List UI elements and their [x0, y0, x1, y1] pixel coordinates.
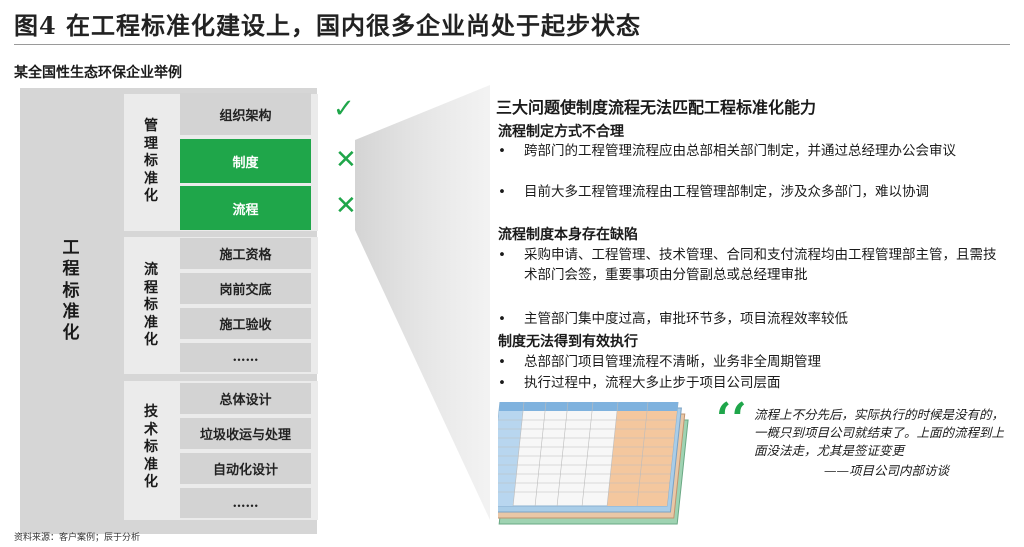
- title-divider: [14, 44, 1010, 45]
- cell-overall-design: 总体设计: [180, 383, 311, 414]
- page-title: 图4 在工程标准化建设上，国内很多企业尚处于起步状态: [14, 11, 642, 40]
- section-heading: 流程制定方式不合理: [498, 124, 624, 140]
- cell-ellipsis: ……: [180, 488, 311, 518]
- bullet-icon: •: [498, 184, 506, 200]
- cell-process: 流程: [180, 186, 311, 230]
- bullet-text: 目前大多工程管理流程由工程管理部制定，涉及众多部门，难以协调: [524, 184, 929, 200]
- quote-icon: ‘‘: [716, 394, 747, 445]
- spreadsheet-stack-icon: [498, 402, 689, 525]
- bullet-item: • 目前大多工程管理流程由工程管理部制定，涉及众多部门，难以协调: [498, 182, 1008, 222]
- bullet-text: 总部部门项目管理流程不清晰，业务非全周期管理: [524, 354, 821, 370]
- quote-source: ——项目公司内部访谈: [824, 463, 950, 478]
- group-process-label: 流程标准化: [124, 262, 178, 350]
- outer-label: 工程标准化: [20, 238, 122, 344]
- callout-funnel: [355, 85, 490, 520]
- footer-source: 资料来源：客户案例；辰于分析: [14, 533, 141, 543]
- cross-icon: ✕: [335, 191, 357, 221]
- cell-waste-handling: 垃圾收运与处理: [180, 418, 311, 449]
- bullet-item: • 采购申请、工程管理、技术管理、合同和支付流程均由工程管理部主管，且需技术部门…: [498, 245, 1008, 305]
- cell-construction-qualification: 施工资格: [180, 238, 311, 269]
- group-technical-label: 技术标准化: [124, 404, 178, 492]
- bullet-icon: •: [498, 143, 506, 159]
- bullet-item: • 跨部门的工程管理流程应由总部相关部门制定，并通过总经理办公会审议: [498, 141, 1008, 181]
- group-label-text: 管理标准化: [144, 118, 158, 204]
- bullet-item: • 执行过程中，流程大多止步于项目公司层面: [498, 373, 1008, 393]
- section-heading: 流程制度本身存在缺陷: [498, 227, 638, 243]
- bullet-item: • 主管部门集中度过高，审批环节多，项目流程效率较低: [498, 309, 1008, 329]
- cell-automation-design: 自动化设计: [180, 453, 311, 484]
- quote-text: 流程上不分先后，实际执行的时候是没有的，一概只到项目公司就结束了。上面的流程到上…: [754, 407, 1005, 458]
- bullet-icon: •: [498, 354, 506, 370]
- check-icon: ✓: [333, 94, 355, 124]
- bullet-text: 执行过程中，流程大多止步于项目公司层面: [524, 375, 781, 391]
- cross-icon: ✕: [335, 145, 357, 175]
- cell-construction-acceptance: 施工验收: [180, 308, 311, 339]
- section-heading: 制度无法得到有效执行: [498, 334, 638, 350]
- cell-org-structure: 组织架构: [180, 93, 311, 135]
- right-title: 三大问题使制度流程无法匹配工程标准化能力: [496, 98, 817, 117]
- bullet-item: • 总部部门项目管理流程不清晰，业务非全周期管理: [498, 352, 1008, 372]
- bullet-icon: •: [498, 247, 506, 263]
- subtitle: 某全国性生态环保企业举例: [14, 65, 182, 81]
- cell-policy: 制度: [180, 139, 311, 183]
- cell-pre-job-briefing: 岗前交底: [180, 273, 311, 304]
- bullet-text: 采购申请、工程管理、技术管理、合同和支付流程均由工程管理部主管，且需技术部门会签…: [524, 247, 997, 283]
- group-label-text: 技术标准化: [144, 404, 158, 490]
- group-label-text: 流程标准化: [144, 262, 158, 348]
- bullet-text: 主管部门集中度过高，审批环节多，项目流程效率较低: [524, 311, 848, 327]
- callout-shape: [355, 85, 490, 520]
- bullet-text: 跨部门的工程管理流程应由总部相关部门制定，并通过总经理办公会审议: [524, 143, 956, 159]
- outer-label-text: 工程标准化: [62, 238, 80, 343]
- cell-ellipsis: ……: [180, 343, 311, 372]
- bullet-icon: •: [498, 311, 506, 327]
- group-management-label: 管理标准化: [124, 118, 178, 206]
- bullet-icon: •: [498, 375, 506, 391]
